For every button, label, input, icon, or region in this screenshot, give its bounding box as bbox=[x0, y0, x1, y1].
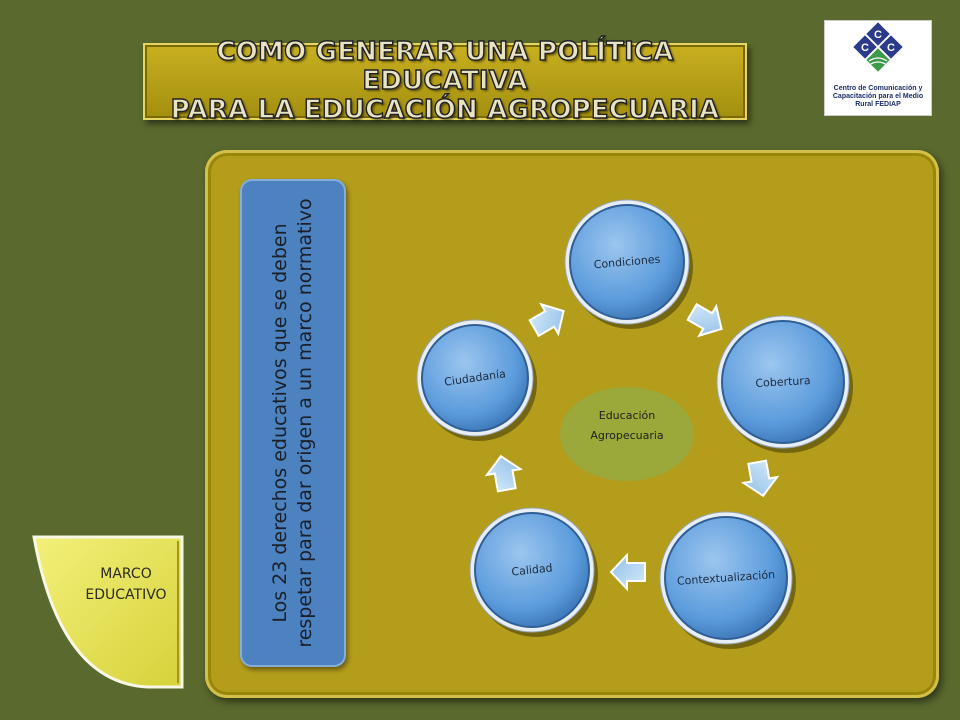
logo-letter-left: C bbox=[861, 42, 869, 54]
cycle-node-circle bbox=[569, 204, 685, 320]
cycle-node-circle bbox=[664, 516, 788, 640]
marco-label-line-1: MARCO bbox=[100, 566, 152, 582]
cycle-node-5 bbox=[416, 319, 537, 441]
cycle-node-3 bbox=[659, 511, 796, 649]
center-label-line-1: Educación bbox=[598, 409, 656, 422]
cycle-node-circle bbox=[721, 320, 845, 444]
logo-caption: Centro de Comunicación y Capacitación pa… bbox=[829, 85, 927, 109]
ccc-diamond-logo-icon: C C C bbox=[851, 20, 905, 74]
logo-org-line-3: Rural FEDIAP bbox=[855, 101, 901, 108]
title-line-2: PARA LA EDUCACIÓN AGROPECUARIA bbox=[170, 95, 720, 125]
cycle-arrow-3 bbox=[609, 552, 646, 592]
logo-org-line-2: Capacitación para el Medio bbox=[832, 93, 924, 100]
cycle-arrow-1 bbox=[686, 302, 723, 338]
logo-letter-top: C bbox=[874, 29, 882, 41]
marco-educativo-label: MARCO EDUCATIVO bbox=[74, 564, 178, 606]
marco-educativo-tab bbox=[32, 535, 184, 689]
cycle-node-4 bbox=[469, 507, 598, 637]
cycle-arrow-5 bbox=[528, 302, 565, 338]
logo-letter-right: C bbox=[887, 42, 895, 54]
center-ellipse bbox=[560, 387, 694, 481]
logo-org-line-1: Centro de Comunicación y bbox=[833, 85, 923, 92]
cycle-node-circle bbox=[421, 324, 529, 432]
fediap-logo: C C C Centro de Comunicación y Capacitac… bbox=[824, 20, 932, 116]
title-line-1: COMO GENERAR UNA POLÍTICA EDUCATIVA bbox=[216, 37, 674, 96]
marco-label-line-2: EDUCATIVO bbox=[85, 587, 167, 603]
cycle-node-1 bbox=[564, 199, 693, 329]
cycle-node-circle bbox=[474, 512, 590, 628]
center-label: Educación Agropecuaria bbox=[560, 406, 694, 446]
cycle-arrow-2 bbox=[740, 459, 780, 498]
center-label-line-2: Agropecuaria bbox=[590, 429, 664, 442]
title-banner: COMO GENERAR UNA POLÍTICA EDUCATIVA PARA… bbox=[143, 37, 747, 125]
cycle-arrow-4 bbox=[484, 454, 524, 493]
rights-text-box: Los 23 derechos educativos que se deben … bbox=[240, 179, 346, 667]
page-title: COMO GENERAR UNA POLÍTICA EDUCATIVA PARA… bbox=[145, 37, 745, 125]
cycle-node-2 bbox=[716, 315, 853, 453]
